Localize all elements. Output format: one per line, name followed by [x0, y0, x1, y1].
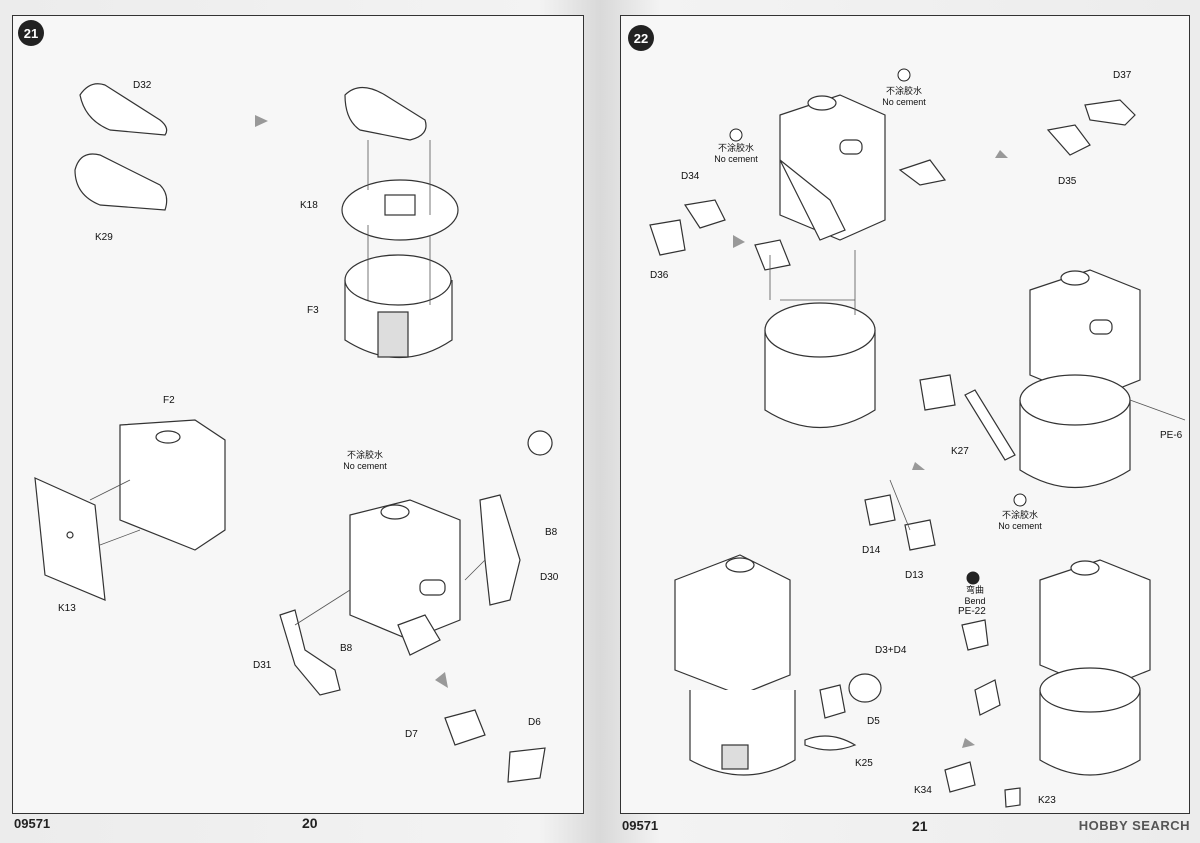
- no-cement-note-1: 不涂胶水 No cement: [710, 143, 762, 165]
- product-code: 09571: [14, 816, 51, 831]
- part-d31: [279, 609, 341, 696]
- label-b8-top: B8: [545, 527, 558, 538]
- part-d3-d4: [848, 673, 882, 703]
- label-d32: D32: [133, 80, 152, 91]
- label-d6: D6: [528, 717, 541, 728]
- note-en: No cement: [882, 97, 926, 107]
- label-d34: D34: [681, 171, 700, 182]
- note-zh: 不涂胶水: [885, 86, 922, 96]
- label-k29: K29: [95, 232, 113, 243]
- part-k13: [34, 477, 106, 601]
- page-number: 21: [912, 818, 928, 834]
- part-d32: [79, 83, 168, 136]
- bend-en: Bend: [964, 596, 986, 606]
- label-k18: K18: [300, 200, 318, 211]
- label-d5: D5: [867, 716, 880, 727]
- step-badge: 22: [628, 25, 654, 51]
- part-d5: [819, 684, 846, 719]
- label-d30: D30: [540, 572, 559, 583]
- part-k23: [1004, 787, 1021, 808]
- part-d13: [904, 519, 936, 551]
- page-number: 20: [302, 815, 318, 831]
- note-zh: 不涂胶水: [346, 450, 383, 460]
- watermark: HOBBY SEARCH: [1078, 818, 1190, 833]
- note-zh: 不涂胶水: [1001, 510, 1038, 520]
- part-k27: [964, 389, 1016, 461]
- turret-body: [349, 499, 461, 641]
- part-d34: [683, 199, 726, 229]
- left-page-frame: [12, 15, 584, 814]
- label-d14: D14: [862, 545, 881, 556]
- lower-right-turret: [1039, 559, 1151, 691]
- note-en: No cement: [998, 521, 1042, 531]
- no-cement-note: 不涂胶水 No cement: [340, 450, 390, 472]
- no-cement-note-3: 不涂胶水 No cement: [994, 510, 1046, 532]
- left-assembly-drawings: [34, 83, 553, 783]
- label-pe22: PE-22: [958, 606, 986, 617]
- part-d37: [1084, 99, 1136, 126]
- label-d35: D35: [1058, 176, 1077, 187]
- lower-left-turret: [674, 554, 791, 696]
- label-f3: F3: [307, 305, 319, 316]
- left-page: 21: [12, 15, 584, 831]
- bend-note: 弯曲 Bend: [960, 585, 990, 607]
- product-code: 09571: [622, 818, 659, 833]
- label-d13: D13: [905, 570, 924, 581]
- note-zh: 不涂胶水: [717, 143, 754, 153]
- part-k29: [74, 153, 168, 211]
- label-b8-bottom: B8: [340, 643, 353, 654]
- part-d6: [507, 747, 546, 783]
- label-f2: F2: [163, 395, 175, 406]
- part-d14: [864, 494, 896, 526]
- part-k25: [804, 735, 857, 751]
- bend-zh: 弯曲: [965, 585, 984, 595]
- label-k27: K27: [951, 446, 969, 457]
- label-d7: D7: [405, 729, 418, 740]
- note-en: No cement: [343, 461, 387, 471]
- label-k23: K23: [1038, 795, 1056, 806]
- no-cement-note-2: 不涂胶水 No cement: [878, 86, 930, 108]
- part-k34: [944, 761, 976, 793]
- motor-part: [397, 614, 441, 656]
- part-d35: [1046, 124, 1091, 156]
- part-pe22: [961, 619, 989, 651]
- label-k25: K25: [855, 758, 873, 769]
- label-k34: K34: [914, 785, 932, 796]
- middle-cylinder: [764, 330, 876, 429]
- label-k13: K13: [58, 603, 76, 614]
- label-pe6: PE-6: [1160, 430, 1183, 441]
- note-en: No cement: [714, 154, 758, 164]
- step-badge: 21: [18, 20, 44, 46]
- right-turret: [1029, 269, 1141, 401]
- part-f2: [119, 419, 226, 551]
- part-k18: [341, 179, 459, 241]
- label-d36: D36: [650, 270, 669, 281]
- part-d7: [444, 709, 486, 746]
- part-d36: [649, 219, 686, 256]
- label-d31: D31: [253, 660, 272, 671]
- label-d3-d4: D3+D4: [875, 645, 907, 656]
- label-d37: D37: [1113, 70, 1132, 81]
